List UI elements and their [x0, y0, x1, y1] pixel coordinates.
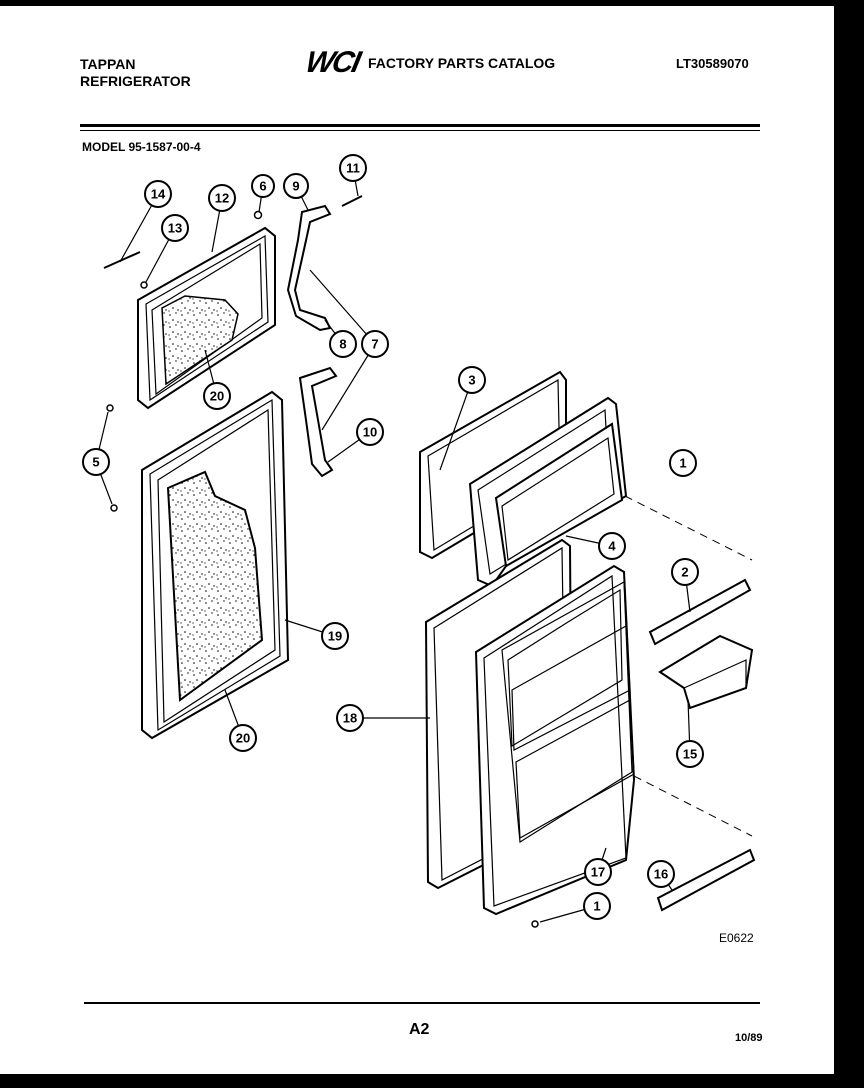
- shelf-bars: [648, 578, 756, 912]
- diagram-code: E0622: [719, 931, 754, 945]
- callout-14: 14: [144, 180, 172, 208]
- callout-12: 12: [208, 184, 236, 212]
- svg-text:10: 10: [363, 425, 377, 440]
- food-door-inner-panel: [141, 390, 290, 740]
- header-rule-bottom: [80, 130, 760, 131]
- callout-2: 2: [671, 558, 699, 586]
- svg-text:8: 8: [339, 337, 346, 352]
- svg-text:13: 13: [168, 221, 182, 236]
- svg-text:7: 7: [371, 337, 378, 352]
- svg-text:16: 16: [654, 867, 668, 882]
- callout-10: 10: [356, 418, 384, 446]
- callout-7: 7: [361, 330, 389, 358]
- svg-text:19: 19: [328, 629, 342, 644]
- freezer-door-assembly: [419, 370, 628, 588]
- callout-5: 5: [82, 448, 110, 476]
- svg-text:12: 12: [215, 191, 229, 206]
- callout-15: 15: [676, 740, 704, 768]
- screws: [103, 195, 539, 928]
- callout-6: 6: [251, 174, 275, 198]
- svg-text:3: 3: [468, 373, 475, 388]
- callout-19: 19: [321, 622, 349, 650]
- food-door-assembly: [424, 538, 636, 916]
- page-code: A2: [409, 1021, 430, 1038]
- catalog-title: FACTORY PARTS CATALOG: [368, 55, 556, 71]
- callout-9: 9: [283, 173, 309, 199]
- callout-20b: 20: [229, 724, 257, 752]
- callout-4: 4: [598, 532, 626, 560]
- callout-1b: 1: [583, 892, 611, 920]
- svg-text:14: 14: [151, 187, 166, 202]
- callout-16: 16: [647, 860, 675, 888]
- callout-17: 17: [584, 858, 612, 886]
- svg-text:11: 11: [346, 161, 360, 176]
- brand-name: TAPPAN REFRIGERATOR: [80, 56, 191, 90]
- svg-text:20: 20: [210, 389, 224, 404]
- svg-text:2: 2: [681, 565, 688, 580]
- svg-text:1: 1: [593, 899, 600, 914]
- svg-text:5: 5: [92, 455, 99, 470]
- callout-20a: 20: [203, 382, 231, 410]
- svg-text:15: 15: [683, 747, 697, 762]
- svg-text:17: 17: [591, 865, 605, 880]
- hinge-bracket: [286, 204, 338, 478]
- scan-border-bottom: [0, 1074, 864, 1088]
- callout-11: 11: [339, 154, 367, 182]
- guide-lines: [624, 495, 753, 837]
- svg-text:6: 6: [259, 179, 266, 194]
- callout-1a: 1: [669, 449, 697, 477]
- model-number: MODEL 95-1587-00-4: [82, 140, 201, 154]
- svg-text:18: 18: [343, 711, 357, 726]
- scan-border-top: [0, 0, 864, 6]
- svg-text:1: 1: [679, 456, 686, 471]
- brand-line-1: TAPPAN: [80, 56, 136, 72]
- footer-rule: [84, 1002, 760, 1004]
- callout-13: 13: [161, 214, 189, 242]
- callout-8: 8: [329, 330, 357, 358]
- header-rule-top: [80, 124, 760, 127]
- freezer-inner-panel: [137, 226, 276, 410]
- svg-text:4: 4: [608, 539, 616, 554]
- callout-3: 3: [458, 366, 486, 394]
- callout-18: 18: [336, 704, 364, 732]
- catalog-part-number: LT30589070: [676, 56, 749, 71]
- scan-border-right: [834, 0, 864, 1088]
- svg-text:20: 20: [236, 731, 250, 746]
- brand-line-2: REFRIGERATOR: [80, 73, 191, 89]
- svg-text:9: 9: [292, 179, 299, 194]
- print-date: 10/89: [735, 1032, 763, 1044]
